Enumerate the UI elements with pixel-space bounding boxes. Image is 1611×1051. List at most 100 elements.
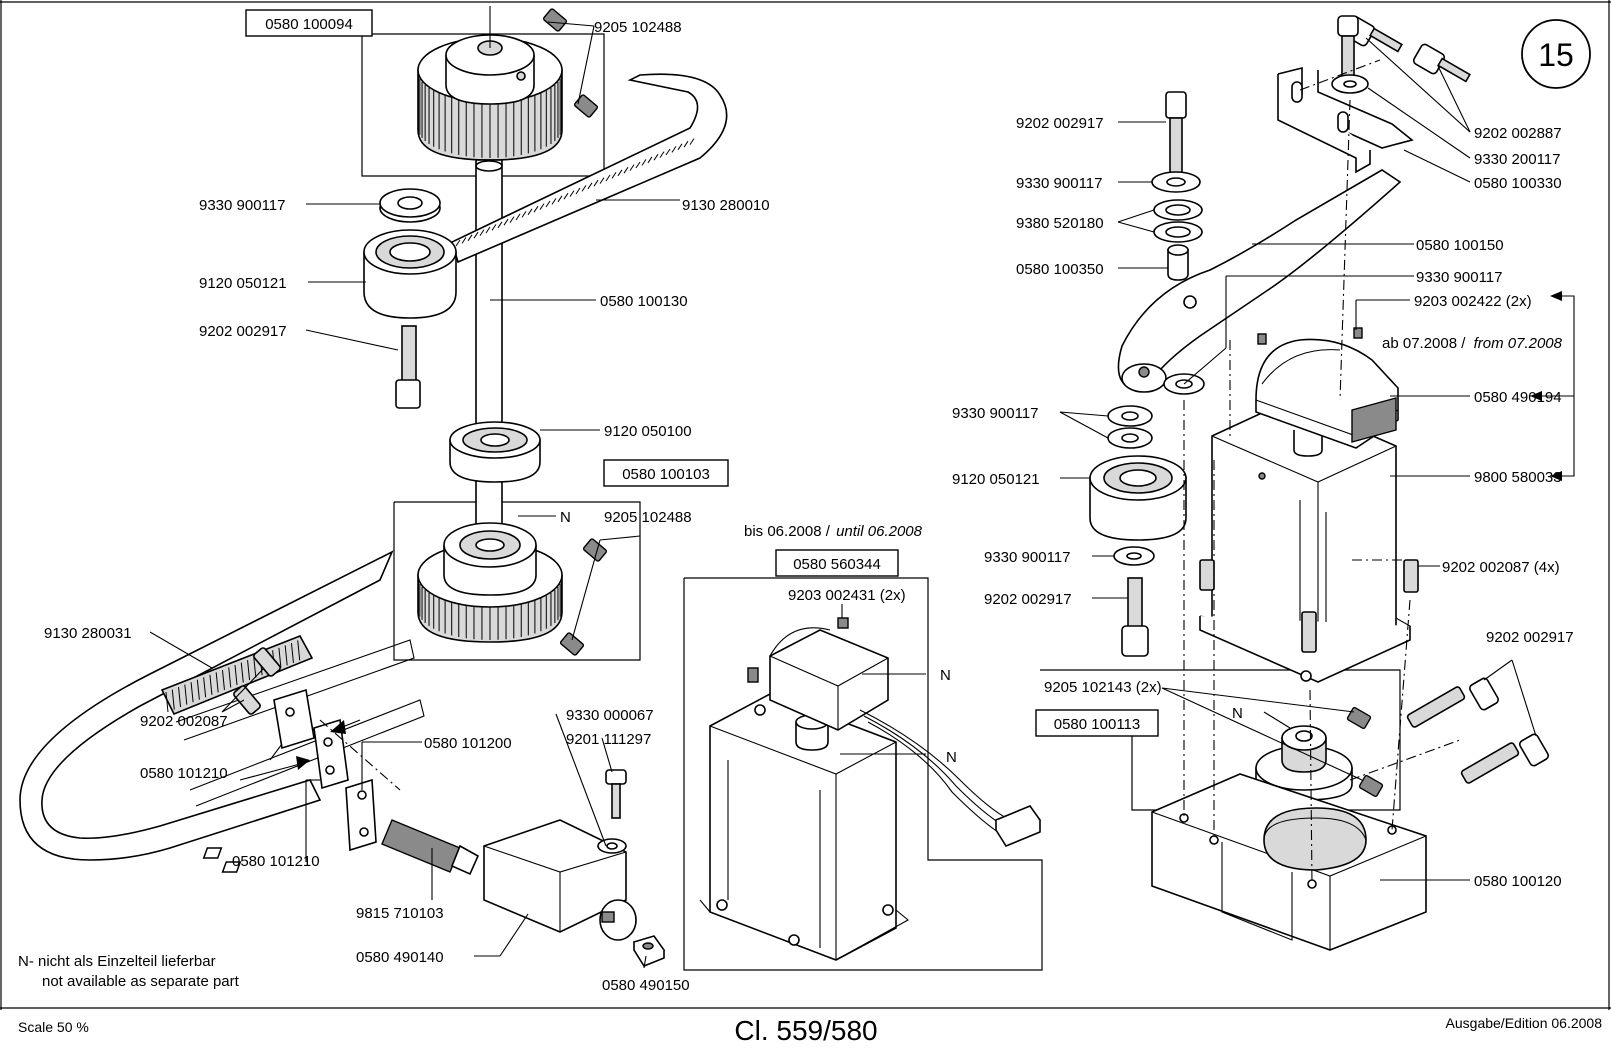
arm-screw-stack (1151, 91, 1203, 281)
label-bush: 0580 100350 (1016, 261, 1104, 278)
label-screw-lower: 9202 002917 (984, 591, 1072, 608)
label-washer-lower: 9330 900117 (984, 549, 1070, 566)
label-motor-old: 0580 560344 (793, 556, 881, 573)
label-belt-bottom: 9130 280031 (44, 625, 132, 642)
label-washer-small: 9330 000067 (566, 707, 654, 724)
note-line1: N- nicht als Einzelteil lieferbar (18, 953, 216, 970)
bearing-shaft (449, 421, 541, 483)
label-screw-small: 9201 111297 (566, 731, 651, 748)
label-screws-bracket: 9202 002887 (1474, 125, 1562, 142)
label-gear-setscrews: 9205 102143 (2x) (1044, 679, 1162, 696)
setscrew-top (542, 8, 599, 118)
arm (1117, 169, 1402, 393)
label-base: 0580 100120 (1474, 873, 1562, 890)
variant-old-en: until 06.2008 (836, 523, 923, 540)
washers-stack (1107, 405, 1153, 449)
label-encoder: 0580 490194 (1474, 389, 1562, 406)
label-n-pulley: N (560, 509, 571, 526)
motor-old-cover (769, 627, 889, 731)
label-screws-base: 9202 002917 (1486, 629, 1574, 646)
label-setscrew-bottom: 9205 102488 (604, 509, 692, 526)
label-clamp-block: 0580 101200 (424, 735, 512, 752)
label-screw-left: 9202 002917 (199, 323, 287, 340)
label-washer-left: 9330 900117 (199, 197, 285, 214)
label-washer-bracket: 9330 200117 (1474, 151, 1560, 168)
label-shaft: 0580 100130 (600, 293, 688, 310)
note-line2: not available as separate part (42, 973, 240, 990)
label-screw-encoder: 9203 002422 (2x) (1414, 293, 1532, 310)
label-pulley-bottom: 0580 100103 (622, 466, 710, 483)
nut (632, 935, 666, 967)
gear (1255, 706, 1384, 801)
variant-new-de: ab 07.2008 / (1382, 335, 1466, 352)
label-n-motor-cable: N (946, 749, 957, 766)
bottom-pulley (417, 522, 563, 643)
bearing-right (1089, 455, 1187, 541)
label-washer-arm-end: 9330 900117 (1416, 269, 1502, 286)
label-screw-arm: 9202 002917 (1016, 115, 1104, 132)
label-screws-clamp: 9202 002087 (140, 713, 228, 730)
label-n-motor-cover: N (940, 667, 951, 684)
label-screw-motor-old: 9203 002431 (2x) (788, 587, 906, 604)
base-screws (1406, 677, 1549, 784)
encoder (1255, 327, 1399, 449)
label-washer-arm: 9330 900117 (1016, 175, 1102, 192)
variant-new-en: from 07.2008 (1474, 335, 1563, 352)
label-screws-motor: 9202 002087 (4x) (1442, 559, 1560, 576)
label-bracket: 0580 100330 (1474, 175, 1562, 192)
label-n-gear: N (1232, 705, 1243, 722)
footer-edition: Ausgabe/Edition 06.2008 (1446, 1015, 1603, 1031)
variant-notes: bis 06.2008 / until 06.2008 ab 07.2008 /… (744, 335, 1563, 540)
label-sensor: 0580 490140 (356, 949, 444, 966)
screw-motor-old (747, 617, 849, 683)
screw-left (395, 325, 421, 409)
motor-old (699, 693, 909, 961)
label-bearing-shaft: 9120 050100 (604, 423, 692, 440)
variant-old: bis 06.2008 / until 06.2008 (744, 523, 923, 540)
boxed-part-pulley-bottom: 0580 100103 (603, 459, 729, 487)
bracket-screws (1331, 15, 1471, 94)
label-gear-assy: 0580 100113 (1054, 716, 1140, 733)
top-pulley (417, 34, 563, 161)
footer-scale: Scale 50 % (18, 1019, 89, 1035)
washer-left (379, 188, 441, 223)
shaft (475, 159, 503, 551)
screw-lower (1121, 577, 1149, 657)
page-number: 15 (1538, 37, 1574, 73)
footer: Scale 50 % Cl. 559/580 Ausgabe/Edition 0… (18, 1015, 1602, 1046)
label-arm: 0580 100150 (1416, 237, 1504, 254)
label-pulley-top: 0580 100094 (265, 16, 353, 33)
bearing-left (363, 229, 457, 319)
label-belt-top: 9130 280010 (682, 197, 770, 214)
variant-old-de: bis 06.2008 / (744, 523, 831, 540)
label-clamp-b: 0580 101210 (232, 853, 320, 870)
label-bearing-left: 9120 050121 (199, 275, 287, 292)
leader-lines (149, 6, 1575, 969)
label-spacers: 9380 520180 (1016, 215, 1104, 232)
footer-model: Cl. 559/580 (734, 1015, 877, 1046)
note: N- nicht als Einzelteil lieferbar not av… (18, 953, 240, 990)
label-setscrew-top: 9205 102488 (594, 19, 682, 36)
motor-screws (1199, 559, 1419, 653)
label-bearing-right: 9120 050121 (952, 471, 1040, 488)
label-nut: 0580 490150 (602, 977, 690, 994)
label-clamp-a: 0580 101210 (140, 765, 228, 782)
sensor (202, 819, 637, 941)
part-labels: 9205 102488 9330 900117 9130 280010 9120… (44, 19, 1574, 994)
bracket (1277, 66, 1414, 174)
variant-new: ab 07.2008 / from 07.2008 (1382, 335, 1563, 352)
boxed-part-pulley-top: 0580 100094 (245, 9, 373, 37)
base (1151, 773, 1427, 951)
washer-lower (1113, 546, 1155, 566)
label-washers-stack: 9330 900117 (952, 405, 1038, 422)
clamp-block (345, 778, 377, 852)
boxed-part-gear-assy: 0580 100113 (1035, 709, 1159, 737)
frame-gear-assy (1040, 669, 1401, 811)
spring (381, 819, 480, 876)
page-number-badge: 15 (1521, 19, 1591, 89)
setscrew-bottom (559, 538, 608, 656)
small-screw (597, 769, 627, 854)
label-spring: 9815 710103 (356, 905, 444, 922)
